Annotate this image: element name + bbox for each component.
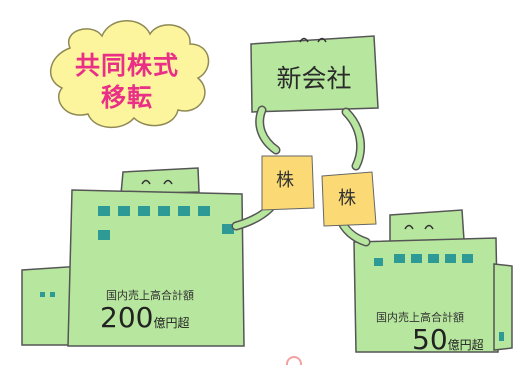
eye-icon: [299, 37, 309, 43]
new-company-label: 新会社: [276, 64, 352, 93]
company-a-amount: 200: [100, 301, 154, 334]
company-a-sales-value: 200億円超: [100, 304, 189, 332]
eye-icon: [404, 224, 414, 230]
company-a-sales-label: 国内売上高合計額: [106, 289, 194, 302]
decor-circle: [286, 356, 302, 365]
scheme-title: 共同株式 移転: [52, 50, 202, 114]
company-b-sales-label: 国内売上高合計額: [376, 311, 464, 324]
share-card-right: [321, 171, 377, 227]
eye-icon: [424, 224, 434, 230]
company-b-sales-value: 50億円超: [412, 326, 484, 354]
eye-icon: [141, 179, 151, 185]
company-b-amount: 50: [412, 323, 448, 356]
eye-icon: [317, 37, 327, 43]
scheme-title-line1: 共同株式: [74, 51, 179, 80]
share-right-label: 株: [338, 188, 356, 209]
share-left-label: 株: [276, 170, 294, 191]
company-b-unit: 億円超: [447, 338, 484, 352]
company-a-unit: 億円超: [153, 316, 190, 330]
cloud-bubble: [49, 20, 210, 128]
company-b-building: [335, 209, 513, 353]
share-card-left: [261, 155, 315, 211]
new-company-building: [250, 35, 379, 171]
eye-icon: [163, 179, 173, 185]
scheme-title-line2: 移転: [100, 83, 153, 112]
